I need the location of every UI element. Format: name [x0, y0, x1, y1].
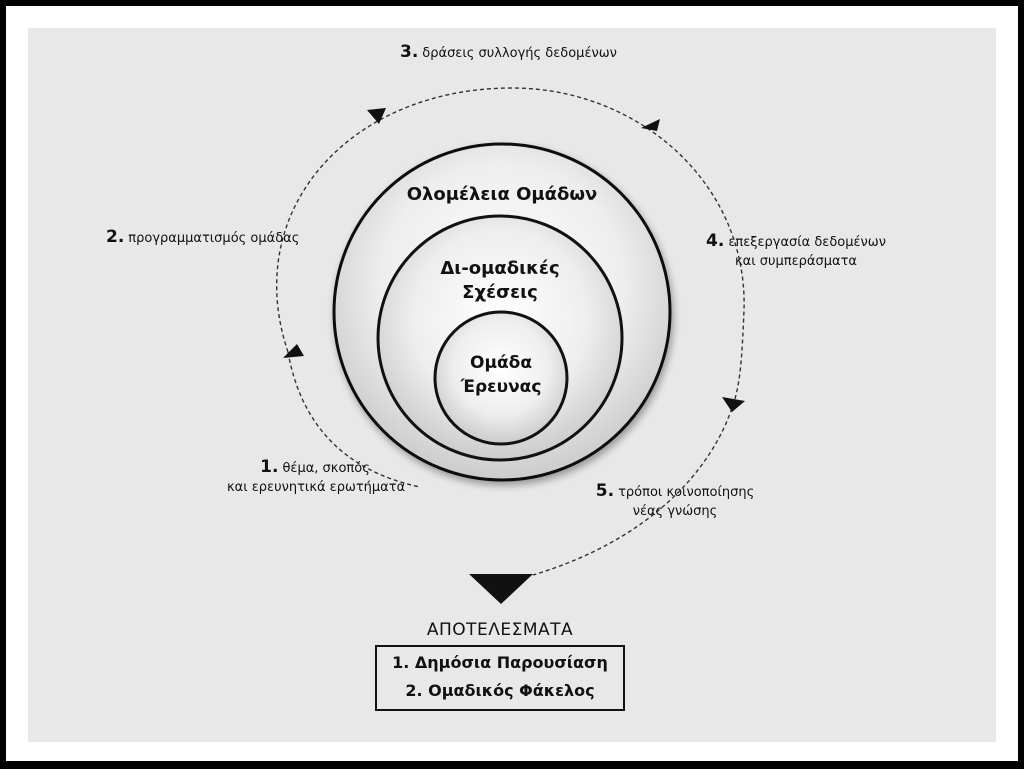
arrow-step2-icon: [283, 344, 304, 358]
step-1-line2: και ερευνητικά ερωτήματα: [227, 480, 406, 495]
arrow-step4-icon: [722, 397, 745, 412]
step-2-label: 2.προγραμματισμός ομάδας: [106, 228, 299, 248]
arrow-step3-icon: [367, 108, 386, 124]
results-box: 1. Δημόσια Παρουσίαση 2. Ομαδικός Φάκελο…: [375, 645, 625, 711]
results-arrow-icon: [469, 574, 533, 604]
step-4-label: 4.επεξεργασία δεδομένων και συμπεράσματα: [676, 232, 916, 271]
cycle-path-lower: [287, 351, 421, 488]
middle-circle-label: Δι-ομαδικές Σχέσεις: [400, 257, 600, 305]
step-3-number: 3.: [400, 42, 419, 62]
result-item: 1. Δημόσια Παρουσίαση: [392, 653, 608, 672]
inner-circle-label: Ομάδα Έρευνας: [441, 351, 561, 399]
results-title: ΑΠΟΤΕΛΕΣΜΑΤΑ: [426, 620, 574, 640]
inner-circle-line1: Ομάδα: [470, 353, 532, 373]
middle-circle-line1: Δι-ομαδικές: [440, 258, 560, 279]
step-5-line1: τρόποι κοινοποίησης: [618, 485, 755, 500]
step-4-line1: επεξεργασία δεδομένων: [728, 235, 886, 250]
result-item: 2. Ομαδικός Φάκελος: [405, 681, 595, 700]
step-1-label: 1.θέμα, σκοπός και ερευνητικά ερωτήματα: [227, 457, 406, 497]
middle-circle-line2: Σχέσεις: [462, 282, 538, 303]
inner-circle-line2: Έρευνας: [460, 377, 542, 397]
step-4-number: 4.: [706, 231, 725, 251]
step-1-line1: θέμα, σκοπός: [282, 461, 370, 476]
step-3-label: 3.δράσεις συλλογής δεδομένων: [400, 43, 617, 63]
inner-circle: [433, 310, 569, 446]
step-2-number: 2.: [106, 227, 125, 247]
step-5-line2: νέας γνώσης: [632, 504, 718, 519]
step-1-number: 1.: [260, 457, 279, 477]
step-2-line1: προγραμματισμός ομάδας: [128, 231, 300, 246]
cycle-path: [276, 87, 745, 576]
step-3-line1: δράσεις συλλογής δεδομένων: [422, 46, 617, 61]
step-5-label: 5.τρόποι κοινοποίησης νέας γνώσης: [580, 482, 770, 521]
arrow-step3b-icon: [641, 119, 660, 131]
step-5-number: 5.: [595, 481, 615, 501]
step-4-line2: και συμπεράσματα: [735, 254, 857, 269]
outer-circle-label: Ολομέλεια Ομάδων: [406, 184, 598, 205]
